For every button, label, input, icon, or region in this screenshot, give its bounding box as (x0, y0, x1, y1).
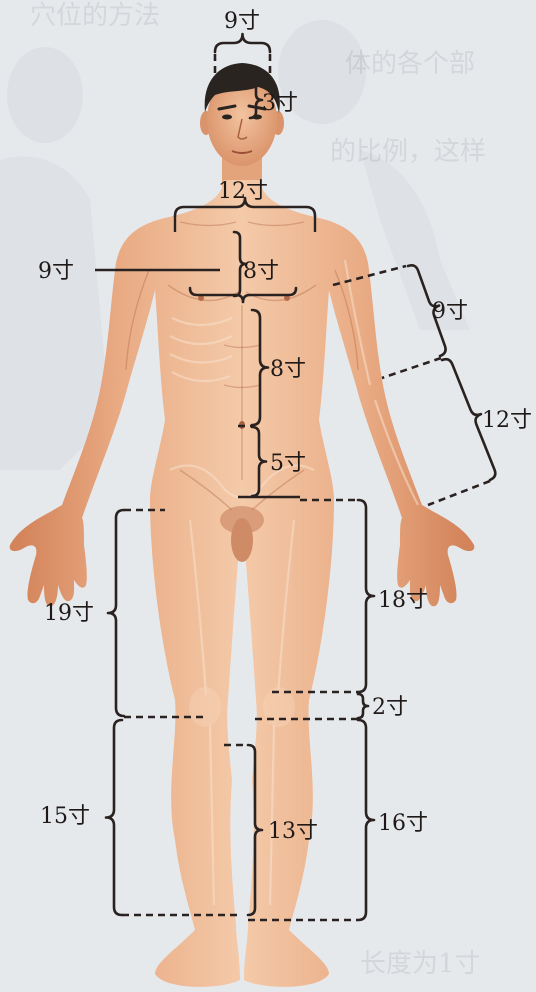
guide-elbow (382, 358, 441, 378)
label-calf-right: 16寸 (378, 811, 428, 836)
guide-wrist (428, 481, 490, 505)
label-lower-abdomen: 5寸 (270, 451, 306, 476)
background-text: 长度为1寸 (360, 949, 481, 979)
eye-left (222, 115, 232, 120)
background-text: 穴位的方法 (30, 1, 160, 31)
background-text: 的比例，这样 (330, 137, 486, 167)
knee-left (189, 687, 221, 727)
ghost-figure-head-left (7, 47, 83, 143)
label-forehead: 3寸 (262, 91, 298, 116)
label-upper-arm: 9寸 (432, 299, 468, 324)
label-thigh-inner: 19寸 (44, 601, 94, 626)
label-calf-inner: 13寸 (268, 819, 318, 844)
brace-head-width (215, 34, 270, 52)
label-calf-left: 15寸 (40, 804, 90, 829)
brace-thigh-inner (108, 510, 124, 716)
brace-knee (358, 694, 368, 718)
label-forearm: 12寸 (482, 408, 532, 433)
label-upper-abdomen: 8寸 (270, 357, 306, 382)
background-text: 体的各个部 (345, 49, 475, 79)
brace-calf-right (358, 720, 374, 920)
label-head-width: 9寸 (224, 9, 260, 34)
brace-calf-left (106, 720, 122, 915)
label-thigh-outer: 18寸 (378, 588, 428, 613)
label-chest: 8寸 (243, 259, 279, 284)
label-shoulder: 12寸 (218, 179, 268, 204)
label-knee: 2寸 (372, 695, 408, 720)
brace-thigh-outer (358, 500, 374, 692)
groin (231, 518, 253, 562)
label-nipple: 9寸 (38, 259, 74, 284)
